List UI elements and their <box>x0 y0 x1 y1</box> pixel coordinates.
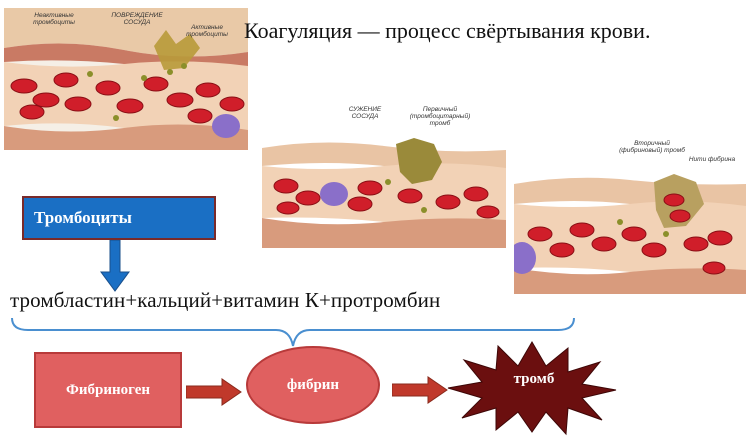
curly-brace-icon <box>11 317 575 347</box>
thrombus-star-icon <box>447 341 617 436</box>
right-arrow-icon <box>392 376 448 404</box>
thrombocytes-box: Тромбоциты <box>22 196 216 240</box>
page-title: Коагуляция — процесс свёртывания крови. <box>244 18 651 43</box>
label-vessel-damage: ПОВРЕЖДЕНИЕ СОСУДА <box>111 12 163 26</box>
coagulation-formula: тромбластин+кальций+витамин К+протромбин <box>10 288 441 312</box>
vessel-damage-illustration <box>4 8 248 150</box>
secondary-thrombus-illustration <box>514 134 746 294</box>
fibrin-ellipse: фибрин <box>246 346 380 424</box>
label-secondary-thrombus: Вторичный (фибриновый) тромб <box>619 140 685 154</box>
label-fibrin-threads: Нити фибрина <box>688 156 736 163</box>
label-inactive-platelets: Неактивные тромбоциты <box>33 12 75 26</box>
label-vessel-narrowing: СУЖЕНИЕ СОСУДА <box>348 106 382 120</box>
label-active-platelets: Активные тромбоциты <box>186 24 228 38</box>
down-arrow-icon <box>100 240 130 292</box>
right-arrow-icon <box>186 378 242 406</box>
label-primary-thrombus: Первичный (тромбоцитарный) тромб <box>409 106 471 127</box>
fibrinogen-box: Фибриноген <box>34 352 182 428</box>
primary-thrombus-illustration <box>262 98 506 248</box>
thrombus-label: тромб <box>513 371 555 387</box>
